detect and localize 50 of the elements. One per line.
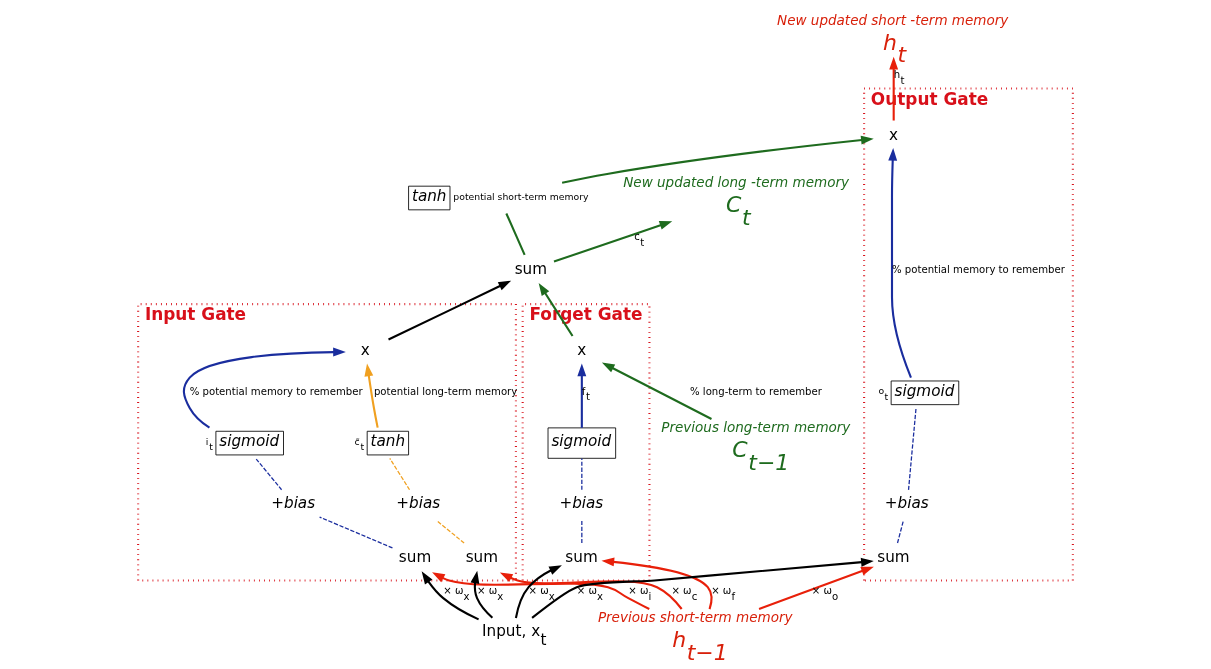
node-label: Previous short-term memory: [597, 609, 793, 626]
connector: [435, 519, 465, 544]
node-text: +bias: [559, 494, 604, 513]
node-text: x: [889, 125, 899, 144]
node-text: +bias: [396, 494, 441, 513]
node-label: potential short-term memory: [453, 191, 589, 203]
connector: [505, 213, 526, 256]
node-text: x: [577, 341, 587, 360]
arrow: [577, 363, 587, 428]
node-box: tanh: [408, 185, 451, 211]
arrow: [888, 147, 912, 378]
connector: [255, 457, 283, 491]
node-box: sigmoid: [547, 427, 617, 459]
node-box: sigmoid: [890, 380, 960, 406]
arrow: [432, 572, 650, 610]
node-text: sum: [565, 548, 598, 567]
connector: [389, 457, 411, 491]
arrow: [470, 570, 494, 619]
node-text: sum: [514, 259, 548, 278]
arrow: [553, 221, 673, 263]
node-box: tanh: [366, 430, 409, 456]
connector: [581, 457, 583, 491]
node-text: sum: [877, 548, 910, 567]
edge-label: potential long-term memory: [373, 386, 518, 398]
node-label: Previous long-term memory: [661, 418, 851, 435]
node-label: New updated long -term memory: [623, 173, 849, 190]
node-text: x: [360, 341, 370, 360]
arrow: [182, 347, 346, 429]
arrow: [758, 566, 874, 611]
arrow: [364, 363, 379, 428]
edge-label: % potential memory to remember: [189, 386, 363, 398]
node-text: +bias: [271, 494, 316, 513]
connector: [896, 519, 905, 544]
connector: [318, 516, 394, 549]
arrow: [601, 557, 713, 610]
connector: [581, 519, 583, 544]
node-label: New updated short -term memory: [777, 11, 1009, 28]
connector: [907, 407, 917, 491]
arrow: [499, 572, 683, 610]
node-text: +bias: [884, 494, 929, 513]
arrow: [421, 571, 479, 621]
arrow: [561, 135, 874, 184]
node-box: sigmoid: [215, 430, 284, 456]
arrow: [514, 565, 562, 619]
arrow: [601, 362, 712, 420]
node-text: sum: [465, 548, 499, 567]
arrow: [531, 557, 874, 619]
arrow: [388, 280, 512, 341]
edge-label: % long-term to remember: [690, 386, 822, 398]
node-text: sum: [398, 548, 432, 567]
